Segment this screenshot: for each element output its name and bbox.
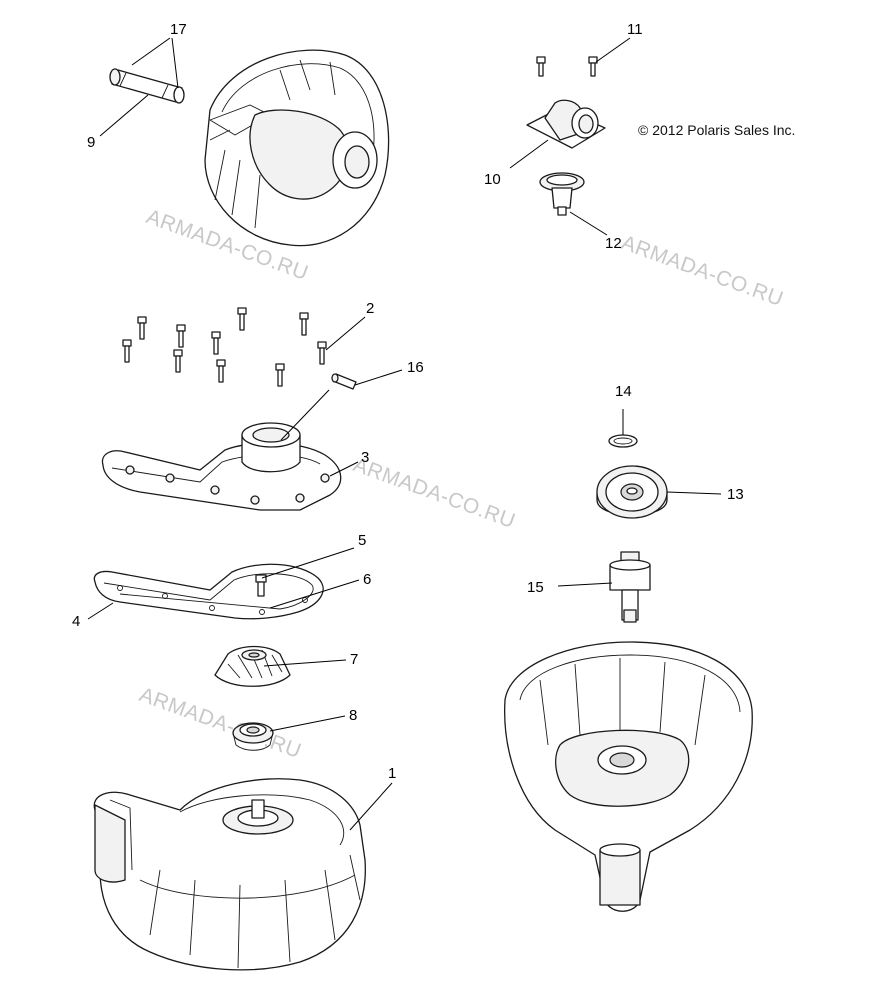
copyright-notice: © 2012 Polaris Sales Inc. [638, 122, 795, 138]
shaft [609, 551, 651, 623]
o-ring [608, 434, 638, 448]
callout-5: 5 [358, 532, 366, 549]
clutch-cover-lower [93, 778, 366, 971]
thermostat-housing [526, 99, 606, 149]
callout-15: 15 [527, 579, 544, 596]
callout-3: 3 [361, 449, 369, 466]
water-pump-cover [101, 422, 342, 511]
callout-11: 11 [627, 21, 643, 38]
bolt-cluster [122, 307, 327, 387]
callout-16: 16 [407, 359, 424, 376]
watermark: ARMADA-CO.RU [618, 231, 786, 311]
clutch-cover-upper [204, 49, 390, 247]
bolt-part [255, 574, 267, 597]
callout-8: 8 [349, 707, 357, 724]
gasket [93, 563, 324, 620]
bearing [596, 465, 668, 519]
dowel-pin [331, 373, 357, 390]
callout-1: 1 [388, 765, 396, 782]
callout-2: 2 [366, 300, 374, 317]
clutch-housing-inner [504, 641, 753, 912]
callout-9: 9 [87, 134, 95, 151]
callout-4: 4 [72, 613, 80, 630]
callout-13: 13 [727, 486, 744, 503]
callout-14: 14 [615, 383, 632, 400]
tube-part [109, 68, 185, 104]
callout-12: 12 [605, 235, 622, 252]
callout-numbers: 17 9 11 10 12 2 16 3 14 13 5 6 4 15 7 8 … [72, 21, 744, 782]
callout-6: 6 [363, 571, 371, 588]
bolt-part [536, 56, 598, 77]
callout-17: 17 [170, 21, 187, 38]
watermark: ARMADA-CO.RU [350, 453, 518, 533]
leader-lines [87, 37, 722, 831]
impeller [214, 645, 291, 687]
callout-10: 10 [484, 171, 501, 188]
callout-7: 7 [350, 651, 358, 668]
seal [232, 722, 274, 751]
thermostat [539, 172, 585, 216]
watermark: ARMADA-CO.RU [136, 683, 304, 763]
